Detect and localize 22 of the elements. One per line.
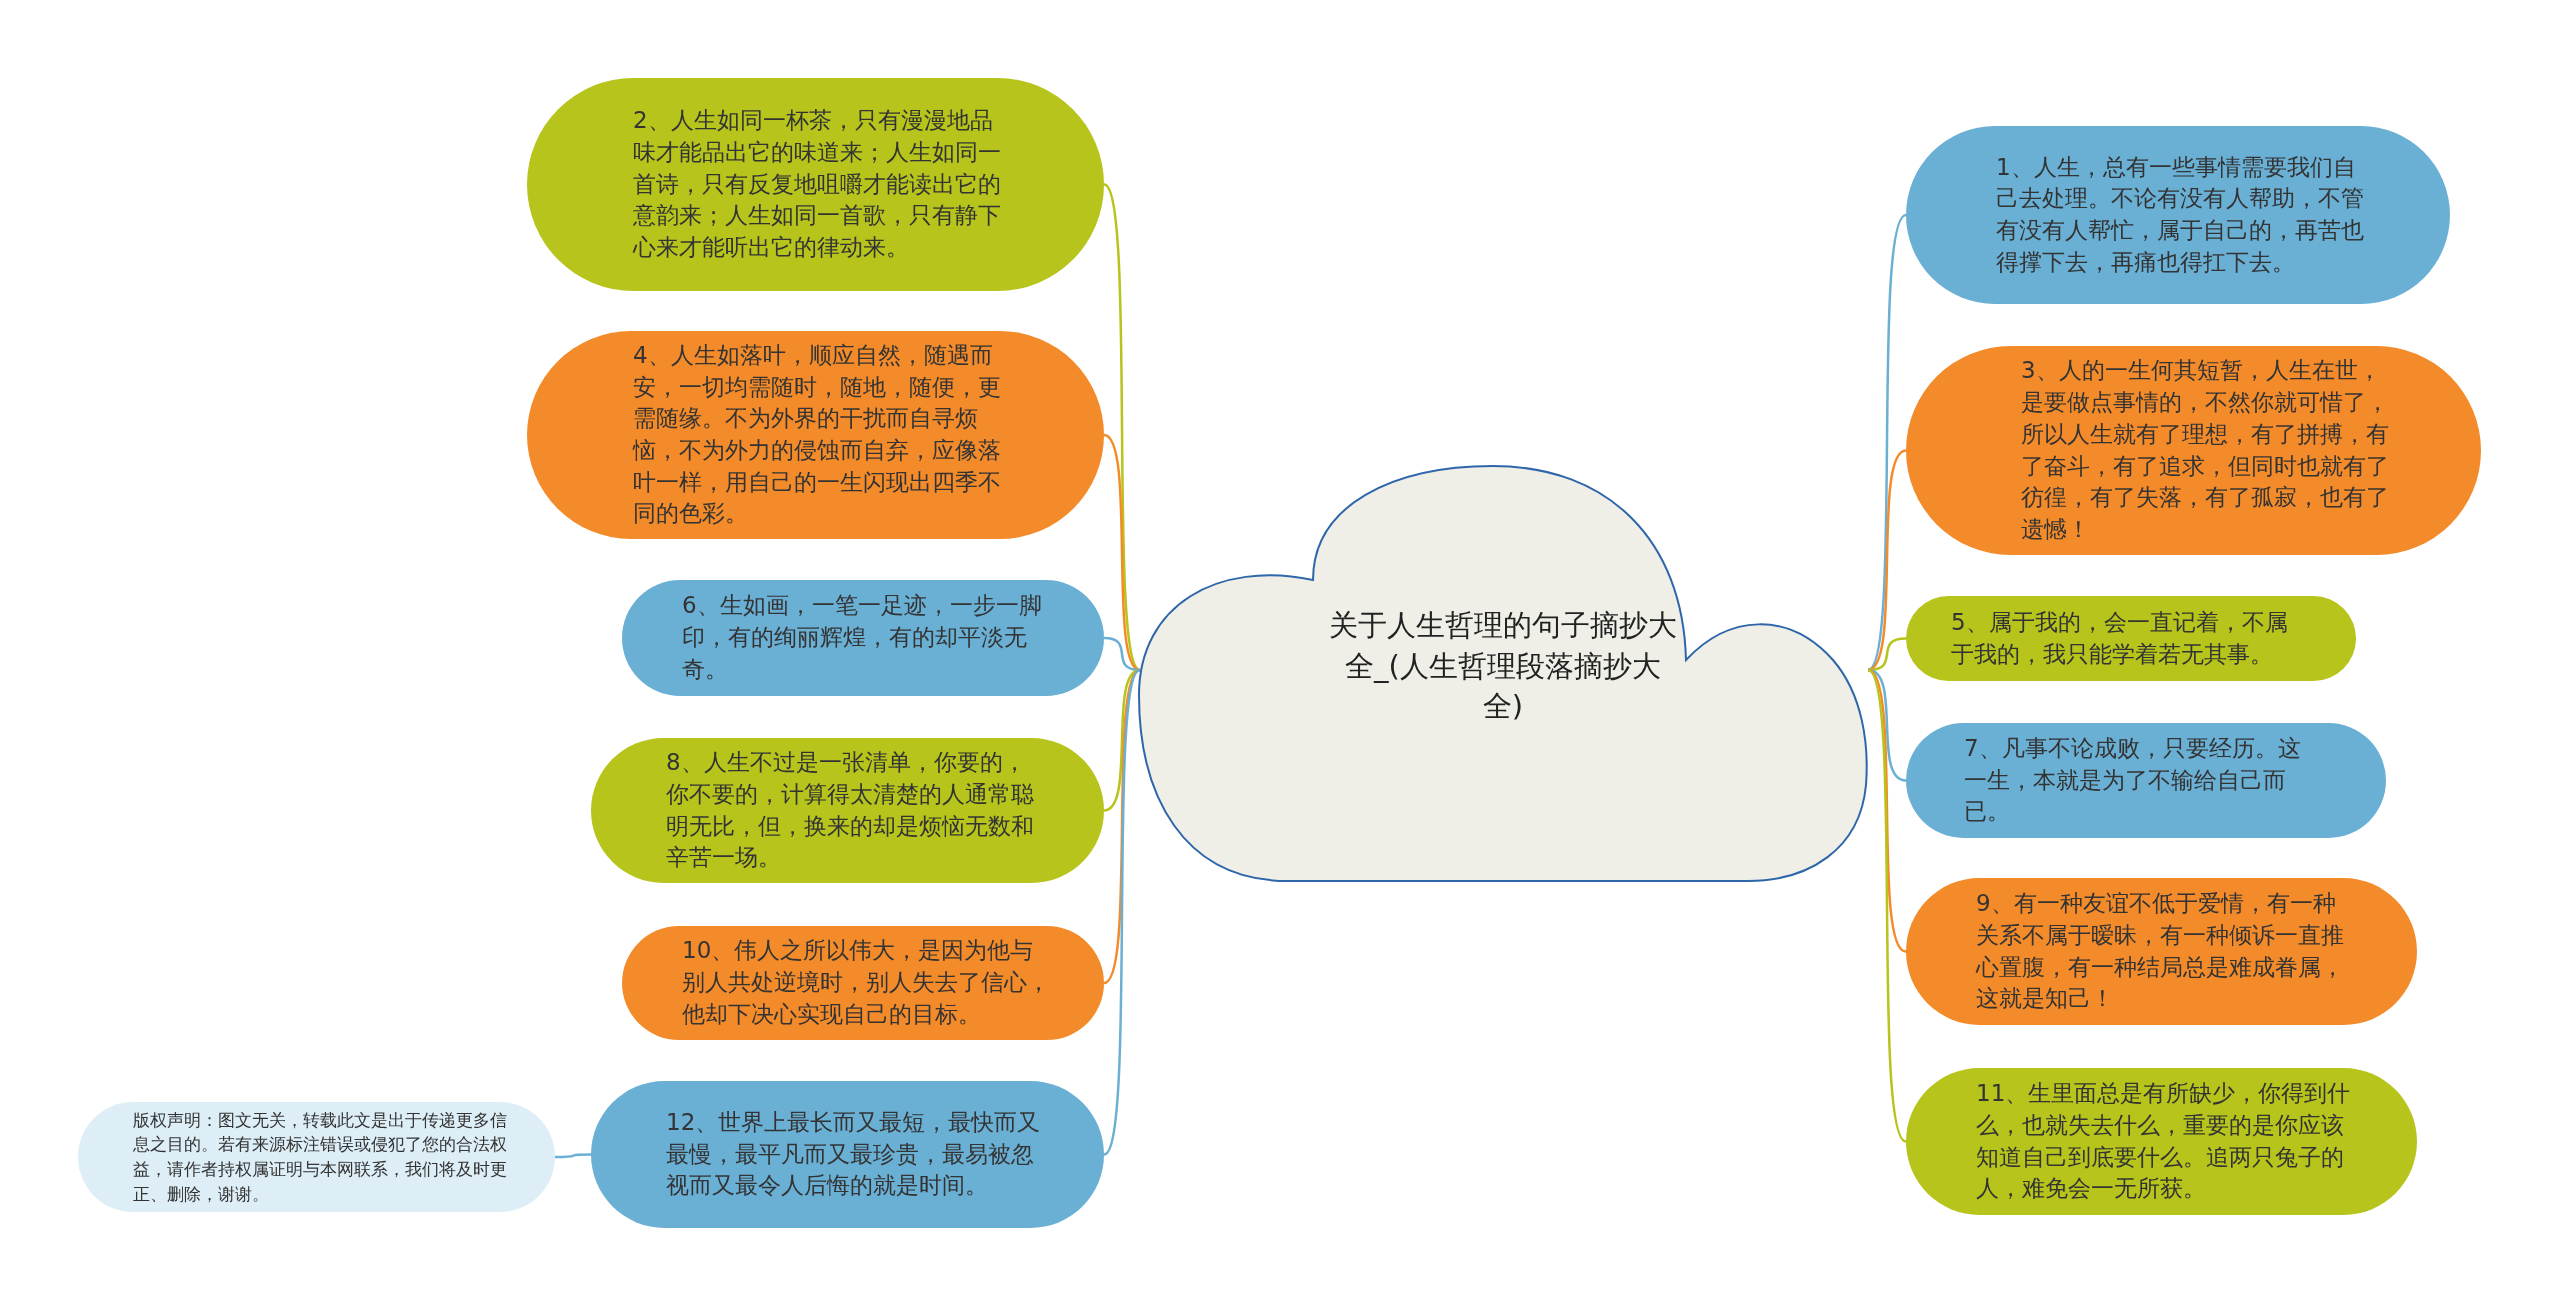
quote-text: 9、有一种友谊不低于爱情，有一种关系不属于暧昧，有一种倾诉一直推心置腹，有一种结局总是难成眷属，这就是知己！ bbox=[1976, 889, 2345, 1014]
connector-line bbox=[1867, 669, 1907, 1143]
connector-line bbox=[1103, 669, 1141, 984]
connector-line bbox=[1103, 433, 1141, 672]
connector-line bbox=[1867, 669, 1907, 953]
connector-line bbox=[1103, 669, 1141, 1156]
quote-text: 6、生如画，一笔一足迹，一步一脚印，有的绚丽辉煌，有的却平淡无奇。 bbox=[682, 591, 1043, 684]
connector-line bbox=[555, 1153, 591, 1159]
quote-text: 4、人生如落叶，顺应自然，随遇而安，一切均需随时，随地，随便，更需随缘。不为外界的干扰而自寻烦恼，不为外力的侵蚀而自弃，应像落叶一样，用自己的一生闪现出四季不同的色彩。 bbox=[633, 340, 1002, 529]
connector-line bbox=[1103, 183, 1141, 671]
quote-text: 11、生里面总是有所缺少，你得到什么，也就失去什么，重要的是你应该知道自己到底要什么。追两只兔子的人，难免会一无所获。 bbox=[1976, 1079, 2352, 1204]
quote-text: 10、伟人之所以伟大，是因为他与别人共处逆境时，别人失去了信心，他却下决心实现自己的目标。 bbox=[682, 936, 1051, 1029]
quote-text: 1、人生，总有一些事情需要我们自己去处理。不论有没有人帮助，不管有没有人帮忙，属于自己的，再苦也得撑下去，再痛也得扛下去。 bbox=[1996, 152, 2365, 277]
quote-text: 3、人的一生何其短暂，人生在世，是要做点事情的，不然你就可惜了，所以人生就有了理想，有了拼搏，有了奋斗，有了追求，但同时也就有了彷徨，有了失落，有了孤寂，也有了遗憾！ bbox=[2021, 356, 2390, 544]
quote-text: 5、属于我的，会一直记着，不属于我的，我只能学着若无其事。 bbox=[1951, 607, 2289, 669]
quote-text: 7、凡事不论成败，只要经历。这一生，本就是为了不输给自己而已。 bbox=[1964, 733, 2302, 827]
title-text: 关于人生哲理的句子摘抄大全_(人生哲理段落摘抄大全) bbox=[1328, 607, 1678, 726]
quote-text: 8、人生不过是一张清单，你要的，你不要的，计算得太清楚的人通常聪明无比，但，换来的却是烦恼无数和辛苦一场。 bbox=[666, 748, 1035, 873]
quote-text: 2、人生如同一杯茶，只有漫漫地品味才能品出它的味道来；人生如同一首诗，只有反复地咀嚼才能读出它的意韵来；人生如同一首歌，只有静下心来才能听出它的律动来。 bbox=[633, 106, 1002, 263]
connector-line bbox=[1867, 449, 1907, 672]
copyright-note: 版权声明：图文无关，转载此文是出于传递更多信息之目的。若有来源标注错误或侵犯了您的合法权益，请作者持权属证明与本网联系，我们将及时更正、删除，谢谢。 bbox=[133, 1108, 508, 1206]
quote-text: 12、世界上最长而又最短，最快而又最慢，最平凡而又最珍贵，最易被忽视而又最令人后悔的就是时间。 bbox=[666, 1107, 1042, 1201]
